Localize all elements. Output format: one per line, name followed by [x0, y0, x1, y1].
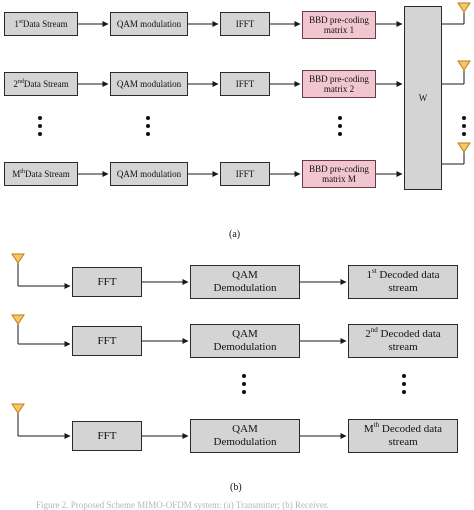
- data-stream-block: MthData Stream: [4, 162, 78, 186]
- rx-antenna-icon: [11, 314, 25, 325]
- vertical-ellipsis: [146, 116, 150, 136]
- bbd-precoding-block: BBD pre-coding matrix M: [302, 160, 376, 188]
- tx-antenna-icon: [457, 60, 471, 71]
- rx-antenna-icon: [11, 253, 25, 264]
- qam-demodulation-block: QAM Demodulation: [190, 265, 300, 299]
- rx-antenna-icon: [11, 403, 25, 414]
- qam-demodulation-block: QAM Demodulation: [190, 419, 300, 453]
- qam-modulation-block: QAM modulation: [110, 12, 188, 36]
- caption-b: (b): [230, 482, 242, 493]
- fft-block: FFT: [72, 326, 142, 356]
- ifft-block: IFFT: [220, 12, 270, 36]
- vertical-ellipsis: [38, 116, 42, 136]
- qam-modulation-block: QAM modulation: [110, 72, 188, 96]
- vertical-ellipsis: [338, 116, 342, 136]
- ifft-block: IFFT: [220, 72, 270, 96]
- bbd-precoding-block: BBD pre-coding matrix 2: [302, 70, 376, 98]
- w-matrix-block: W: [404, 6, 442, 190]
- data-stream-block: 2ndData Stream: [4, 72, 78, 96]
- qam-demodulation-block: QAM Demodulation: [190, 324, 300, 358]
- vertical-ellipsis: [242, 374, 246, 394]
- bbd-precoding-block: BBD pre-coding matrix 1: [302, 11, 376, 39]
- fft-block: FFT: [72, 267, 142, 297]
- qam-modulation-block: QAM modulation: [110, 162, 188, 186]
- figure-caption: Figure 2. Proposed Scheme MIMO-OFDM syst…: [36, 500, 329, 510]
- data-stream-block: 1stData Stream: [4, 12, 78, 36]
- fft-block: FFT: [72, 421, 142, 451]
- vertical-ellipsis: [462, 116, 466, 136]
- tx-antenna-icon: [457, 2, 471, 13]
- tx-antenna-icon: [457, 142, 471, 153]
- vertical-ellipsis: [402, 374, 406, 394]
- ifft-block: IFFT: [220, 162, 270, 186]
- caption-a: (a): [229, 229, 241, 240]
